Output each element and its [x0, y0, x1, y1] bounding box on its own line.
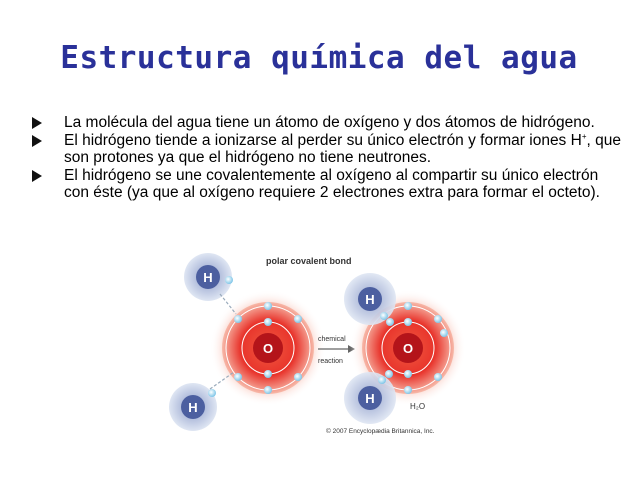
triangle-bullet-icon — [32, 170, 42, 182]
electron-icon — [264, 386, 272, 394]
hydrogen-symbol: H — [365, 292, 374, 307]
water-formula: H₂O — [410, 402, 425, 411]
left-hydrogen-atom-bottom: H — [169, 383, 217, 431]
left-oxygen-atom: O — [210, 290, 326, 406]
electron-icon — [434, 315, 442, 323]
electron-icon — [404, 386, 412, 394]
reaction-label-top: chemical — [318, 336, 346, 343]
electron-icon — [404, 318, 412, 326]
bond-caption: polar covalent bond — [266, 256, 352, 266]
attraction-arrow — [219, 293, 237, 315]
water-molecule-diagram: polar covalent bond O H H — [168, 244, 468, 444]
bullet-text: El hidrógeno tiende a ionizarse al perde… — [64, 131, 621, 166]
electron-icon — [294, 315, 302, 323]
electron-icon — [264, 302, 272, 310]
electron-icon — [404, 370, 412, 378]
hydrogen-symbol: H — [203, 270, 212, 285]
electron-icon — [264, 370, 272, 378]
electron-icon — [234, 315, 242, 323]
reaction-label-bottom: reaction — [318, 358, 343, 365]
right-hydrogen-atom-bottom: H — [344, 370, 396, 424]
electron-icon — [380, 312, 388, 320]
bullet-item: El hidrógeno se une covalentemente al ox… — [32, 167, 622, 201]
hydrogen-symbol: H — [365, 391, 374, 406]
electron-icon — [234, 373, 242, 381]
bullet-item: El hidrógeno tiende a ionizarse al perde… — [32, 132, 622, 166]
electron-icon — [264, 318, 272, 326]
electron-icon — [294, 373, 302, 381]
electron-icon — [404, 302, 412, 310]
bullet-list: La molécula del agua tiene un átomo de o… — [32, 114, 622, 202]
copyright-credit: © 2007 Encyclopædia Britannica, Inc. — [326, 427, 435, 435]
triangle-bullet-icon — [32, 117, 42, 129]
electron-icon — [378, 376, 386, 384]
electron-icon — [440, 329, 448, 337]
electron-icon — [386, 318, 394, 326]
electron-icon — [208, 389, 216, 397]
hydrogen-symbol: H — [188, 400, 197, 415]
oxygen-symbol: O — [403, 341, 413, 356]
electron-icon — [434, 373, 442, 381]
oxygen-symbol: O — [263, 341, 273, 356]
right-hydrogen-atom-top: H — [344, 273, 396, 326]
slide-title: Estructura química del agua — [60, 40, 578, 76]
left-hydrogen-atom-top: H — [184, 253, 233, 301]
bullet-text: La molécula del agua tiene un átomo de o… — [64, 114, 595, 131]
bullet-text: El hidrógeno se une covalentemente al ox… — [64, 167, 600, 201]
electron-icon — [385, 370, 393, 378]
triangle-bullet-icon — [32, 135, 42, 147]
electron-icon — [225, 276, 233, 284]
bullet-item: La molécula del agua tiene un átomo de o… — [32, 114, 622, 131]
